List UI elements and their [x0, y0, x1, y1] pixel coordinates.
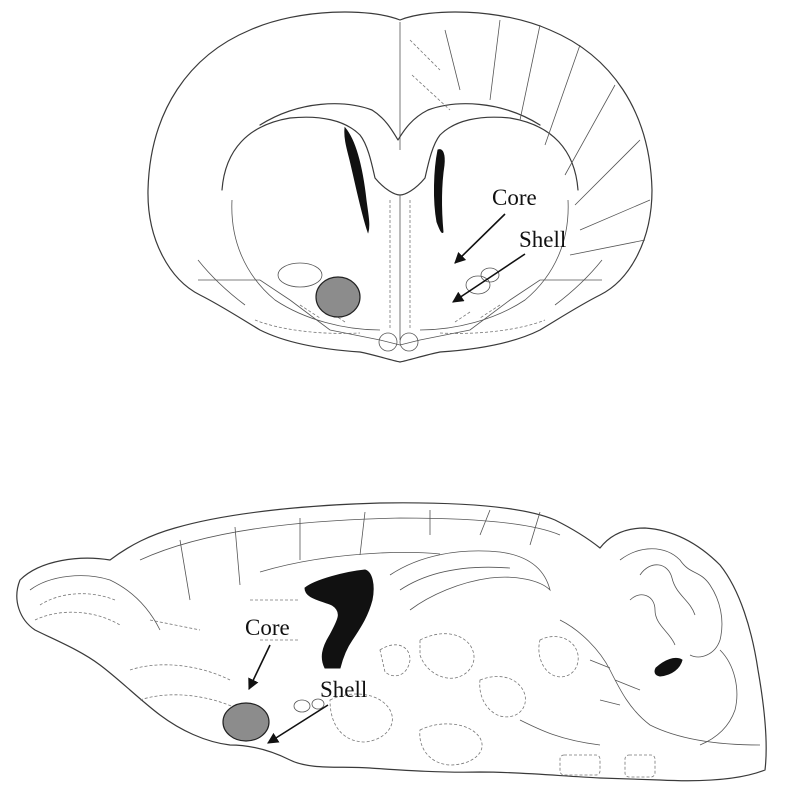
- sagittal-core-label: Core: [245, 615, 290, 640]
- sagittal-core-arrow: [249, 645, 270, 689]
- coronal-core-label: Core: [492, 185, 537, 210]
- sagittal-shell-arrow: [268, 705, 328, 743]
- coronal-shell-arrow: [453, 254, 525, 302]
- sagittal-lateral-ventricle: [305, 570, 373, 668]
- sagittal-cerebellum: [620, 549, 722, 657]
- sagittal-section: Core Shell: [17, 503, 766, 781]
- coronal-shell-label: Shell: [519, 227, 566, 252]
- sagittal-fourth-ventricle: [655, 658, 682, 676]
- coronal-core-arrow: [455, 214, 505, 263]
- sagittal-outer-contour: [17, 503, 766, 781]
- coronal-section: Core Shell: [148, 12, 652, 362]
- coronal-injection-site: [316, 277, 360, 317]
- sagittal-injection-site: [223, 703, 269, 741]
- coronal-lateral-ventricle-right: [434, 150, 444, 233]
- sagittal-shell-label: Shell: [320, 677, 367, 702]
